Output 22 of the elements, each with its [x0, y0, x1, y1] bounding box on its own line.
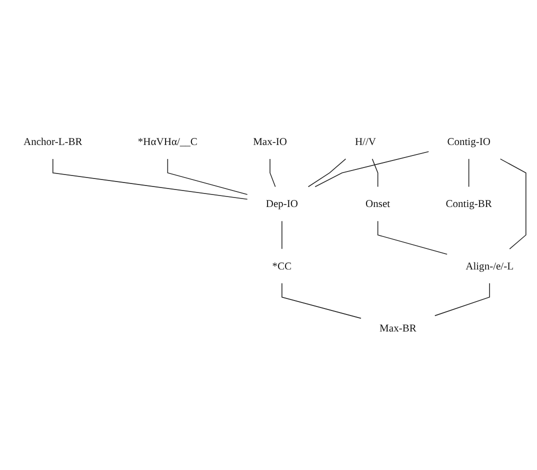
node-text: *HαVHα/__C	[138, 136, 198, 148]
connector	[434, 282, 490, 316]
node-text: Align-/e/-L	[466, 260, 514, 272]
node-text: Onset	[366, 198, 390, 210]
connector	[468, 158, 470, 188]
node-text: Max-IO	[253, 136, 287, 148]
connector	[377, 220, 448, 255]
connector	[167, 158, 248, 195]
node-text: Contig-IO	[447, 136, 490, 148]
node-text: Dep-IO	[266, 198, 298, 210]
connector	[372, 158, 378, 188]
connector	[308, 158, 346, 188]
node-text: Max-BR	[380, 322, 416, 334]
node-text: H//V	[354, 136, 376, 148]
connector	[282, 282, 362, 319]
node-text: Anchor-L-BR	[24, 136, 82, 148]
connector	[270, 158, 276, 188]
connector	[52, 158, 248, 200]
node-text: *CC	[272, 260, 292, 272]
node-text: Contig-BR	[446, 198, 492, 210]
connector	[314, 151, 430, 188]
connector	[500, 158, 526, 250]
